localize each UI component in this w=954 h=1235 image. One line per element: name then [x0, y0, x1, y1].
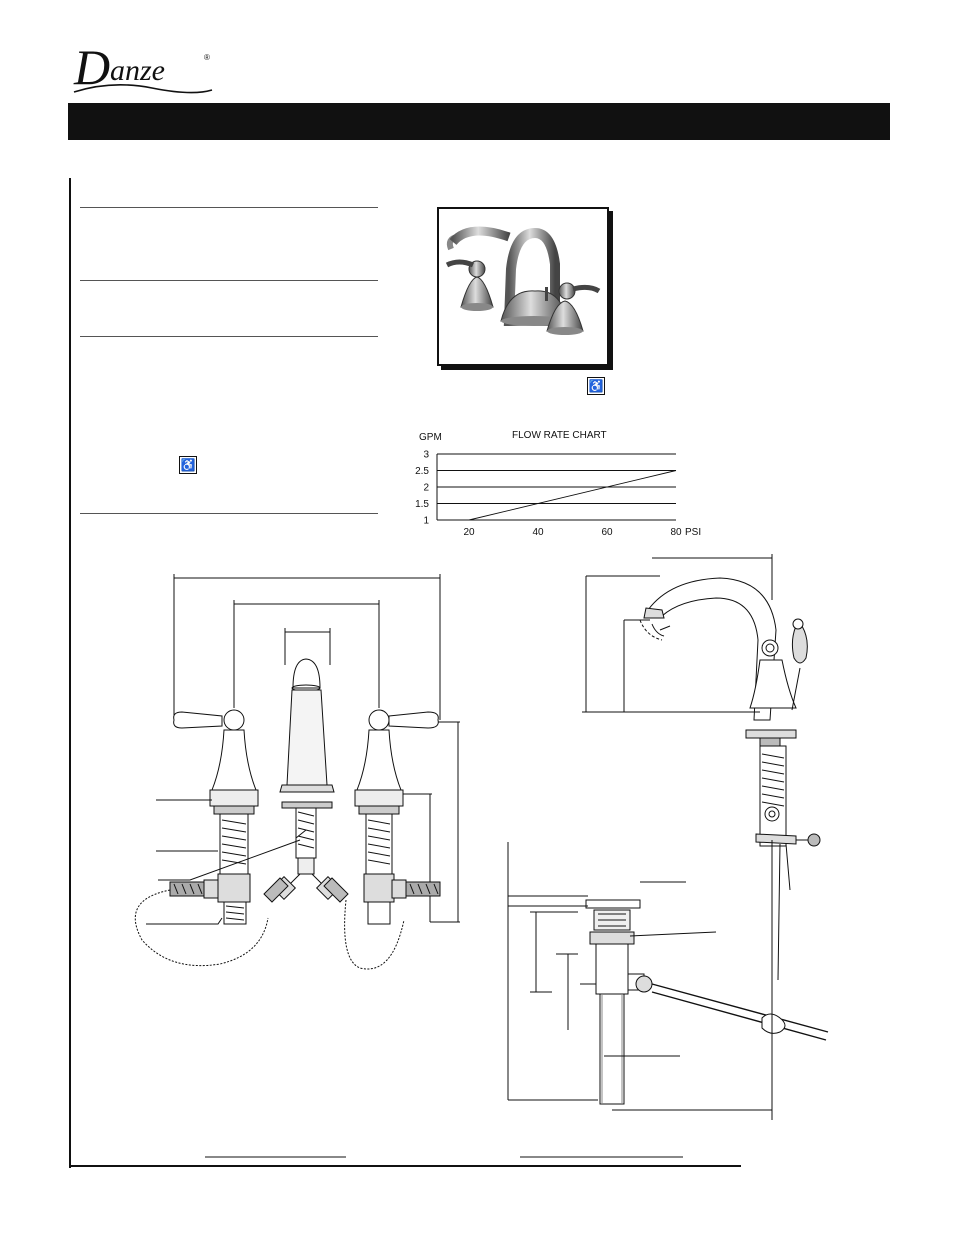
chart-y-tick-label: 1 [423, 516, 429, 527]
chart-y-tick-label: 3 [423, 450, 429, 461]
front-view-drawing [134, 574, 460, 1158]
side-view-drawing [507, 554, 829, 1158]
section-divider [80, 280, 378, 281]
spout-shape [503, 227, 560, 326]
logo-swoosh [73, 84, 213, 94]
header-banner [68, 103, 890, 140]
content-frame-left [69, 178, 71, 1168]
technical-drawing [0, 540, 954, 1180]
product-photo [437, 207, 609, 366]
flow-rate-chart: FLOW RATE CHART GPM PSI 3 2.5 2 1.5 1 20 40 60… [410, 425, 720, 545]
registered-mark: ® [204, 53, 210, 62]
chart-x-tick-label: 20 [463, 527, 475, 538]
content-frame-bottom [69, 1165, 741, 1167]
chart-x-tick-label: 60 [601, 527, 613, 538]
chart-x-axis-label: PSI [685, 527, 701, 538]
chart-y-tick-label: 1.5 [415, 499, 429, 510]
section-divider [80, 207, 378, 208]
section-divider [80, 336, 378, 337]
chart-title: FLOW RATE CHART [512, 430, 607, 441]
chart-y-axis-label: GPM [419, 432, 442, 443]
chart-y-tick-label: 2 [423, 483, 429, 494]
section-divider [80, 513, 378, 514]
flow-rate-chart-svg: FLOW RATE CHART GPM PSI 3 2.5 2 1.5 1 20 40 60… [415, 430, 701, 538]
wheelchair-icon: ♿ [179, 456, 197, 474]
chart-x-tick-label: 40 [532, 527, 544, 538]
danze-logo: D anze ® [72, 39, 222, 100]
chart-x-tick-label: 80 [670, 527, 682, 538]
logo-wordmark: anze [110, 54, 165, 87]
wheelchair-glyph: ♿ [588, 379, 604, 393]
chart-series-line [468, 470, 677, 521]
chart-y-tick-label: 2.5 [415, 466, 429, 477]
wheelchair-glyph: ♿ [180, 458, 196, 472]
wheelchair-icon: ♿ [587, 377, 605, 395]
